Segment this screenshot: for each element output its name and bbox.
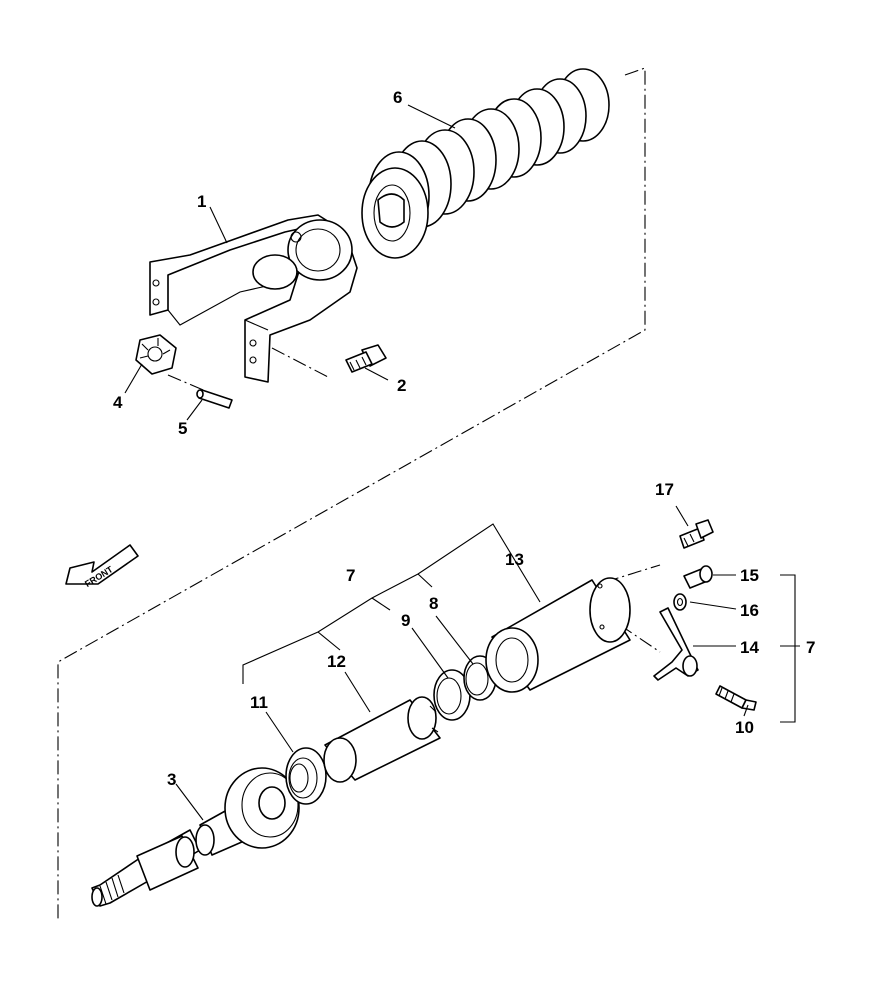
- yoke: [149, 214, 358, 383]
- recoil-spring: [361, 68, 610, 259]
- piston-rod: [91, 767, 300, 907]
- callout-13: 13: [505, 550, 524, 569]
- bolt-17: [679, 519, 714, 549]
- callout-9: 9: [401, 611, 410, 630]
- callout-10: 10: [735, 718, 754, 737]
- callout-3: 3: [167, 770, 176, 789]
- cylinder-body: [485, 577, 631, 693]
- callout-17: 17: [655, 480, 674, 499]
- callout-16: 16: [740, 601, 759, 620]
- split-pin: [196, 389, 233, 409]
- grease-fitting: [715, 685, 757, 711]
- callout-15: 15: [740, 566, 759, 585]
- callout-labels: 1 2 3 4 5 6 7 8 9 10 11 12 13 14 15 16 1…: [113, 88, 815, 789]
- callout-14: 14: [740, 638, 759, 657]
- leader-lines: [124, 104, 800, 821]
- callout-8: 8: [429, 594, 438, 613]
- callout-7: 7: [346, 566, 355, 585]
- front-arrow: FRONT: [65, 544, 139, 589]
- callout-5: 5: [178, 419, 187, 438]
- callout-4: 4: [113, 393, 123, 412]
- callout-12: 12: [327, 652, 346, 671]
- assembly-boundary-lines: [57, 67, 661, 920]
- callout-1: 1: [197, 192, 206, 211]
- cylinder: [323, 696, 441, 783]
- castle-nut: [135, 334, 177, 375]
- callout-11: 11: [250, 693, 268, 712]
- bracket: [653, 607, 699, 681]
- seal-ring: [285, 747, 327, 805]
- callout-2: 2: [397, 376, 406, 395]
- callout-6: 6: [393, 88, 402, 107]
- callout-7-group: 7: [806, 638, 815, 657]
- washer: [673, 593, 687, 611]
- bolt: [345, 344, 387, 373]
- bolt-15: [683, 565, 713, 589]
